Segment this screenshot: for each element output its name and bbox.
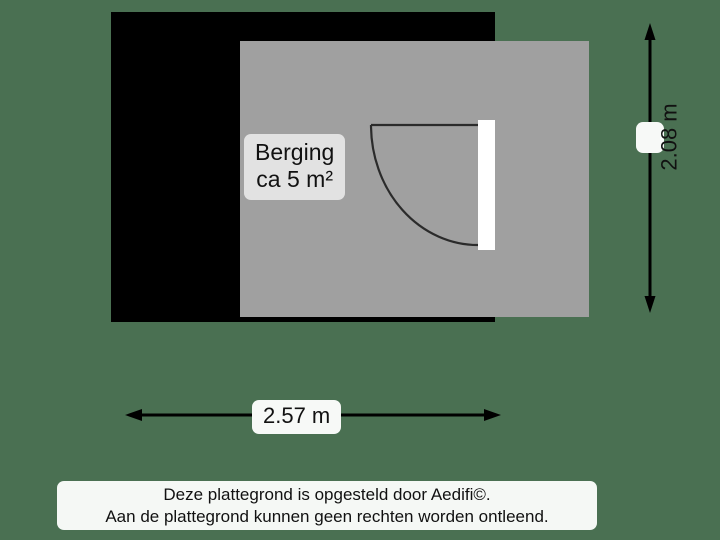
room-label: Berging ca 5 m² bbox=[244, 134, 346, 200]
room-area: ca 5 m² bbox=[256, 165, 333, 192]
horizontal-dimension-label: 2.57 m bbox=[252, 400, 342, 434]
disclaimer-line-2: Aan de plattegrond kunnen geen rechten w… bbox=[105, 506, 549, 526]
vertical-dimension-label: 2.08 m bbox=[636, 103, 682, 171]
room-name: Berging bbox=[255, 139, 335, 165]
vertical-dimension-value: 2.08 m bbox=[656, 103, 682, 171]
vertical-dimension-line bbox=[644, 23, 656, 313]
disclaimer-box: Deze plattegrond is opgesteld door Aedif… bbox=[57, 481, 597, 530]
disclaimer-line-1: Deze plattegrond is opgesteld door Aedif… bbox=[163, 485, 491, 505]
door-frame bbox=[478, 120, 495, 250]
